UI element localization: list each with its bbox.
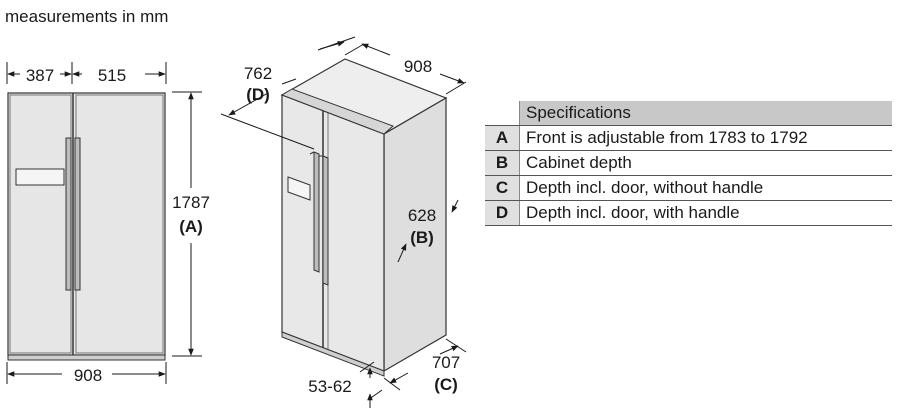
spec-key: C (485, 175, 520, 201)
spec-text: Depth incl. door, with handle (519, 200, 892, 226)
iso-dispenser (287, 176, 311, 201)
depth-without-handle-key: (C) (434, 375, 458, 394)
table-row: D Depth incl. door, with handle (485, 200, 892, 226)
spec-header: Specifications (519, 101, 892, 126)
table-row: B Cabinet depth (485, 150, 892, 176)
cabinet-depth-key: (B) (410, 228, 434, 247)
water-dispenser (15, 168, 65, 186)
width-left-label: 387 (26, 66, 54, 85)
iso-right-handle (322, 155, 329, 286)
spec-key: B (485, 150, 520, 176)
spec-text: Depth incl. door, without handle (519, 175, 892, 201)
iso-width-label: 908 (404, 57, 432, 76)
specifications-table: Specifications A Front is adjustable fro… (485, 101, 892, 226)
width-total-label: 908 (74, 366, 102, 385)
spec-key: A (485, 125, 520, 151)
front-view: 387 515 908 1787 (A) (6, 62, 210, 385)
iso-left-handle (313, 151, 320, 273)
depth-with-handle-label: 762 (244, 64, 272, 83)
spec-key: D (485, 200, 520, 226)
width-right-label: 515 (98, 66, 126, 85)
fridge-front-body (7, 92, 166, 356)
measurements-caption: measurements in mm (5, 7, 168, 26)
spec-text: Front is adjustable from 1783 to 1792 (519, 125, 892, 151)
height-key-label: (A) (179, 217, 203, 236)
depth-with-handle-key: (D) (246, 85, 270, 104)
spec-text: Cabinet depth (519, 150, 892, 176)
table-row: A Front is adjustable from 1783 to 1792 (485, 125, 892, 151)
table-row: C Depth incl. door, without handle (485, 175, 892, 201)
fridge-front-face (281, 94, 385, 372)
isometric-view: 762 (D) 908 628 (B) 707 (C) 53-62 (220, 36, 467, 408)
height-label: 1787 (172, 193, 210, 212)
spec-header-row: Specifications (485, 101, 892, 126)
right-door-handle (74, 137, 81, 291)
offset-label: 53-62 (308, 377, 351, 396)
cabinet-depth-label: 628 (408, 206, 436, 225)
left-door-handle (65, 137, 72, 291)
depth-without-handle-label: 707 (432, 353, 460, 372)
